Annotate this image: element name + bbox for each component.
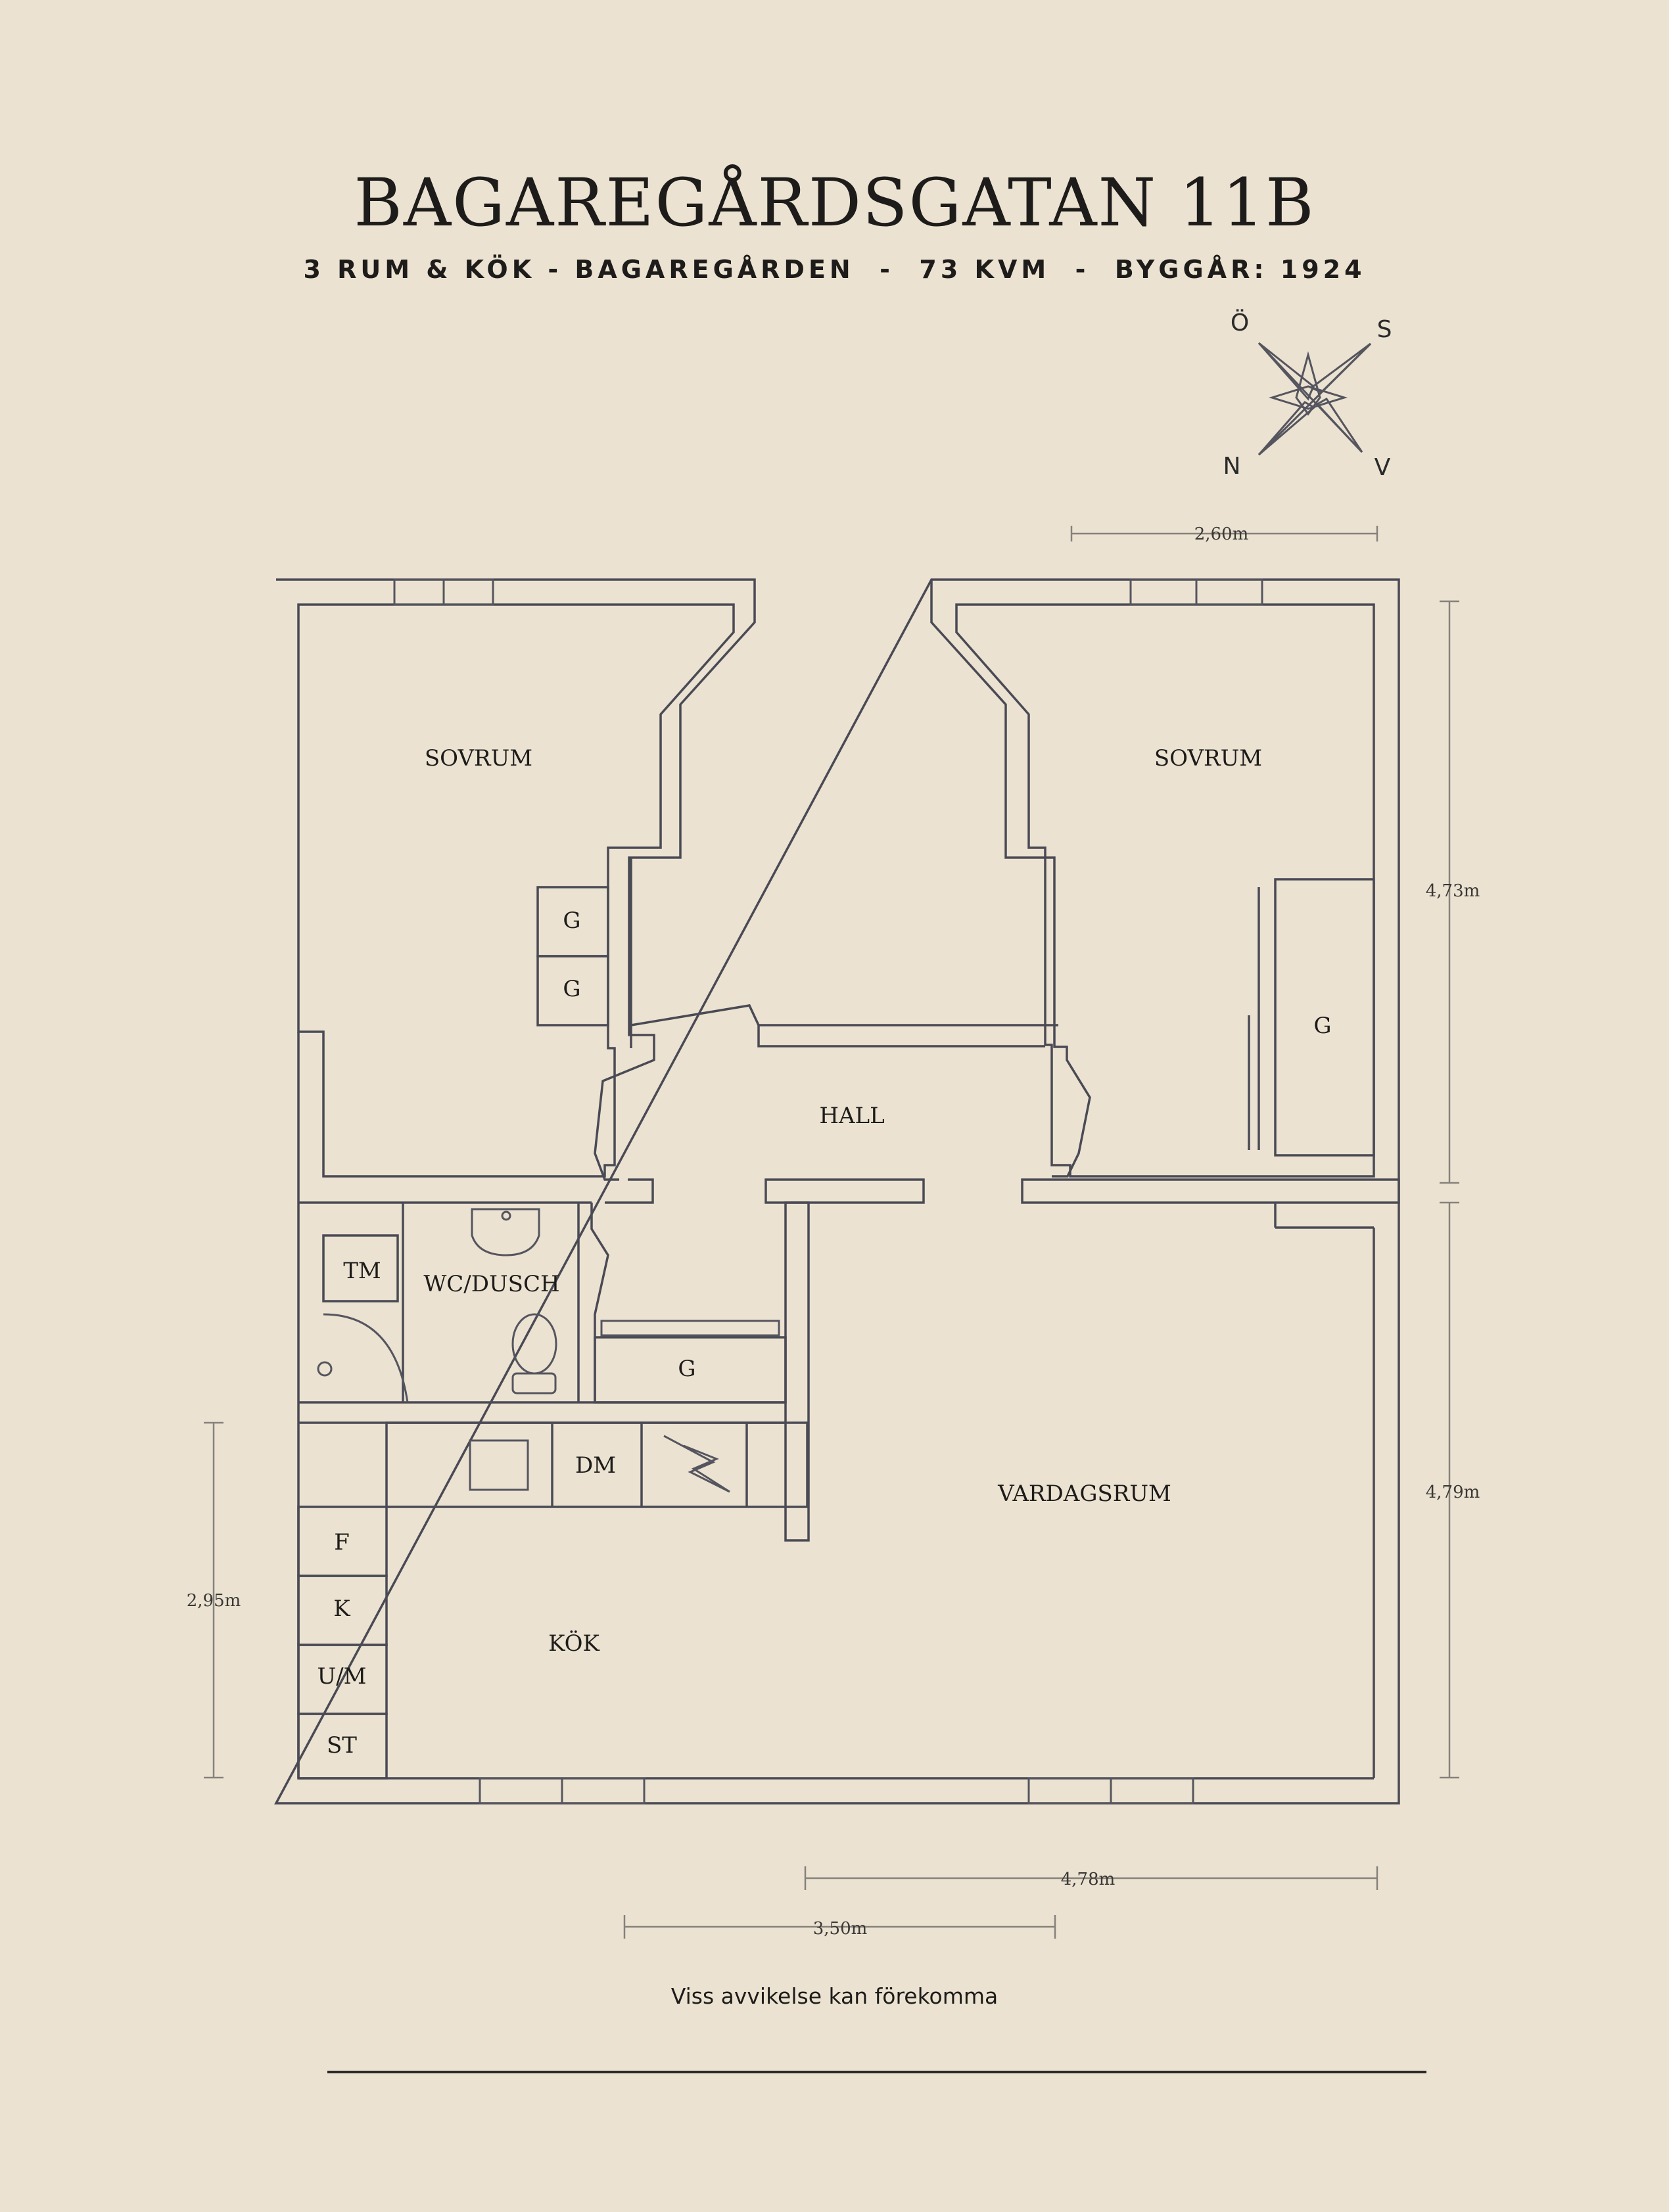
room-label-bathroom: WC/DUSCH [423, 1271, 559, 1297]
wall [297, 603, 735, 1178]
room-label-bedroom-left: SOVRUM [425, 745, 532, 772]
dimension-bottom-left: 3,50m [813, 1919, 868, 1939]
washer-label: TM [343, 1258, 381, 1284]
fridge-label: F [334, 1529, 350, 1555]
page-title: BAGAREGÅRDSGATAN 11B [354, 164, 1315, 241]
disclaimer-text: Viss avvikelse kan förekomma [670, 1983, 999, 2009]
outer-wall [930, 580, 1091, 1178]
dimension-left: 2,95m [187, 1591, 241, 1611]
compass-north-label: N [1223, 453, 1241, 480]
dimension-right-upper: 4,73m [1426, 881, 1480, 901]
room-label-bedroom-right: SOVRUM [1154, 745, 1262, 772]
wardrobe-label: G [563, 908, 580, 934]
outer-wall [276, 578, 756, 1181]
dimension-right-lower: 4,79m [1426, 1483, 1480, 1502]
dishwasher-label: DM [575, 1452, 616, 1479]
dimension-bottom-right: 4,78m [1061, 1870, 1116, 1889]
compass-south-label: S [1377, 316, 1392, 343]
compass-rose-icon [1258, 342, 1372, 456]
wardrobe-label: G [1313, 1013, 1331, 1039]
wardrobe-label: G [678, 1356, 695, 1382]
compass-west-label: V [1375, 454, 1391, 481]
property-summary: 3 RUM & KÖK - BAGAREGÅRDEN - 73 KVM - BY… [303, 255, 1366, 284]
dimension-top-right: 2,60m [1194, 524, 1249, 544]
wardrobe-label: G [563, 976, 580, 1002]
compass-east-label: Ö [1231, 309, 1249, 336]
oven-label: U/M [317, 1663, 367, 1690]
wall [955, 603, 1375, 1178]
room-label-living-room: VARDAGSRUM [997, 1481, 1171, 1507]
cooler-label: K [333, 1596, 350, 1622]
room-label-kitchen: KÖK [548, 1630, 599, 1657]
stove-label: ST [327, 1732, 357, 1759]
room-label-hall: HALL [819, 1103, 884, 1129]
